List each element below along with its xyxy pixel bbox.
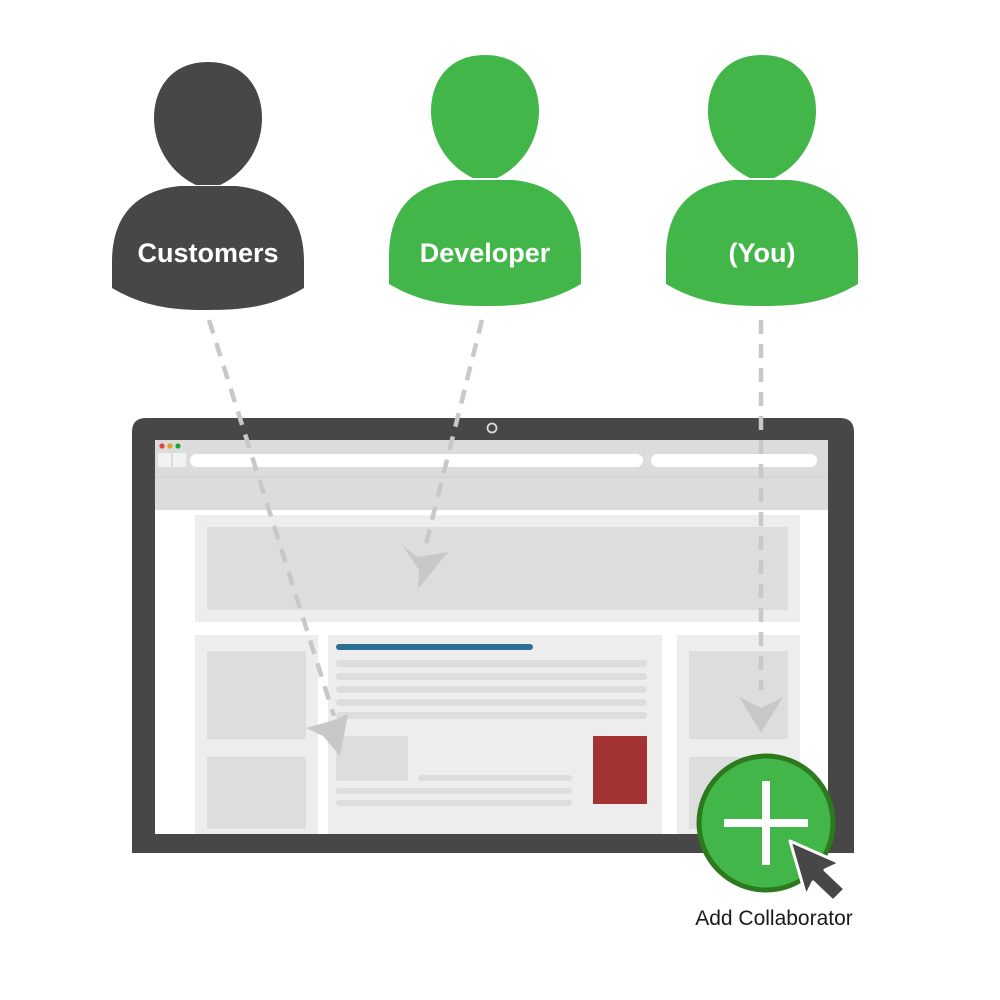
- text-line: [336, 699, 647, 706]
- back-button: [158, 453, 171, 467]
- person-customers: Customers: [112, 62, 304, 310]
- left-sidebar-block-1: [207, 651, 306, 739]
- person-body-you: [666, 180, 858, 306]
- search-bar: [651, 454, 817, 467]
- main-content-image: [336, 736, 408, 781]
- arrow-line: [421, 319, 485, 553]
- main-content-footer-line: [336, 788, 572, 794]
- text-line: [336, 686, 647, 693]
- browser-toolbar: [155, 440, 828, 510]
- person-body-customers: [112, 186, 304, 310]
- left-sidebar-block-2: [207, 757, 306, 829]
- person-head-you: [708, 55, 816, 178]
- arrowhead-icon: [403, 546, 448, 589]
- webcam: [486, 422, 498, 434]
- right-sidebar-block-1: [689, 651, 788, 739]
- person-you: (You): [666, 55, 858, 306]
- text-line: [336, 712, 647, 719]
- hero-block: [207, 527, 788, 610]
- accent-block: [593, 736, 647, 804]
- main-content-title: [336, 644, 533, 650]
- text-line: [336, 673, 647, 680]
- laptop: [132, 418, 854, 853]
- person-label-customers: Customers: [137, 238, 278, 268]
- arrow-developer-to-page: [403, 319, 485, 589]
- main-content-footer-line: [336, 800, 572, 806]
- person-head-customers: [154, 62, 262, 185]
- person-head-developer: [431, 55, 539, 178]
- main-content-caption-line: [418, 775, 572, 781]
- window-close-dot: [159, 443, 165, 449]
- arrowhead-icon: [739, 697, 783, 733]
- person-label-developer: Developer: [420, 238, 551, 268]
- arrow-customers-to-page: [206, 319, 348, 756]
- address-bar: [190, 454, 643, 467]
- add-collaborator-label: Add Collaborator: [695, 907, 853, 930]
- main-content-text-lines: [336, 660, 647, 719]
- arrow-line: [206, 319, 337, 717]
- arrowhead-icon: [306, 714, 348, 756]
- arrow-you-to-page: [739, 320, 783, 733]
- forward-button: [173, 453, 186, 467]
- plus-icon: [724, 781, 808, 865]
- cursor-arrow-icon: [788, 839, 847, 903]
- window-minimize-dot: [167, 443, 173, 449]
- text-line: [336, 660, 647, 667]
- person-label-you: (You): [729, 238, 796, 268]
- person-body-developer: [389, 180, 581, 306]
- window-maximize-dot: [175, 443, 181, 449]
- person-developer: Developer: [389, 55, 581, 306]
